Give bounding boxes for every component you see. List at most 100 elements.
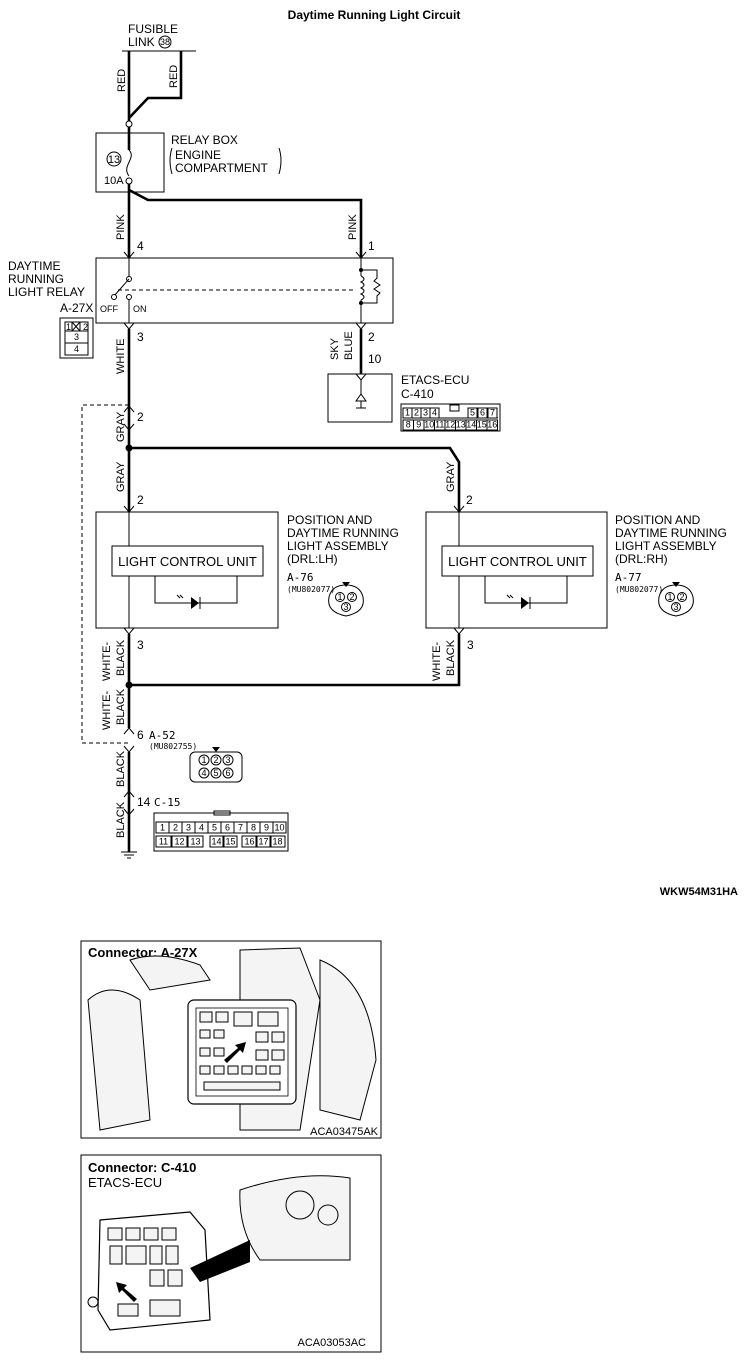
c15-pin-4-label: 4 [199, 823, 204, 833]
wire-label-pink-2: PINK [347, 214, 359, 240]
etacs-connector-name: C-410 [401, 387, 434, 401]
photo1-title: Connector: A-27X [88, 945, 198, 960]
lamp-lh-control-unit [111, 545, 264, 577]
junction-arrow-down [123, 423, 135, 431]
wire-label-gray-3: GRAY [445, 461, 457, 492]
etacs-pin-7-label: 7 [490, 408, 495, 418]
diagram-title: Daytime Running Light Circuit [288, 8, 461, 22]
wire-label-wb-left2-a: WHITE- [101, 691, 113, 730]
wire-label-black-2: BLACK [115, 801, 127, 838]
a52-pin: 6 [137, 728, 144, 742]
relay-arrow-3 [123, 322, 135, 330]
c15-pin-7-label: 7 [238, 823, 243, 833]
wire-pink-2 [128, 188, 363, 258]
fuse-rating: 10A [104, 175, 124, 187]
lamp-rh-label-4: (DRL:RH) [615, 552, 668, 566]
etacs-pin-9-label: 9 [416, 420, 421, 430]
etacs-pin-4-cell [429, 407, 440, 419]
c15-pin-9-label: 9 [264, 823, 269, 833]
c15-pin-16-label: 16 [244, 837, 254, 847]
lamp-lh-arrow-out [123, 627, 135, 635]
lamp-lh-unit-label: LIGHT CONTROL UNIT [118, 554, 257, 569]
fusible-link-label-2: LINK [128, 35, 155, 49]
c15-pin-13-cell [187, 835, 204, 848]
fuse-number: 13 [108, 154, 120, 166]
ground-symbol [121, 851, 137, 859]
wire-gray-rh [129, 446, 461, 512]
fusible-link-number-circle [158, 35, 172, 49]
lamp-rh-unit-label: LIGHT CONTROL UNIT [448, 554, 587, 569]
wire-label-gray-2: GRAY [115, 461, 127, 492]
relay-coil [359, 275, 365, 301]
fuse-terminal-top [125, 120, 133, 128]
relay-arrow-2 [355, 322, 367, 330]
svg-text:3: 3 [673, 602, 678, 612]
relay-label-3: LIGHT RELAY [8, 285, 85, 299]
wire-label-black-1: BLACK [115, 750, 127, 787]
wire-label-wb-left2-b: BLACK [115, 688, 127, 725]
lamp-rh-connector-name: A-77 [615, 571, 642, 584]
relay-switch-blade [113, 278, 130, 297]
etacs-pin-2-label: 2 [414, 408, 419, 418]
wire-label-blue: BLUE [343, 331, 355, 360]
wire-label-red-2: RED [168, 65, 180, 88]
lamp-lh-label-3: LIGHT ASSEMBLY [287, 539, 389, 553]
photo2-illustration [87, 1175, 351, 1331]
c15-pin-8-label: 8 [251, 823, 256, 833]
etacs-pin-1-label: 1 [405, 408, 410, 418]
wire-label-red-1: RED [116, 69, 128, 92]
etacs-pin-13-label: 13 [456, 420, 466, 430]
svg-text:2: 2 [679, 592, 684, 602]
lamp-rh-label-1: POSITION AND [615, 513, 701, 527]
a52-pin-4-circle [198, 767, 210, 779]
lamp-rh-control-unit [441, 545, 594, 577]
relay-box-label-2: ENGINE [175, 148, 221, 162]
photo2-subtitle: ETACS-ECU [88, 1175, 162, 1190]
etacs-pin-6-label: 6 [480, 408, 485, 418]
c15-name: C-15 [154, 796, 181, 809]
wire-label-wb-right-a: WHITE- [431, 642, 443, 681]
lamp-lh-body [95, 511, 279, 629]
figure-code: WKW54M31HA [660, 886, 738, 898]
fusible-link-number: 38 [160, 37, 170, 47]
wire-label-white: WHITE [115, 339, 127, 374]
a52-pin-6-label: 6 [225, 768, 230, 778]
c15-pin-1-label: 1 [160, 823, 165, 833]
relay-label-1: DAYTIME [8, 259, 60, 273]
lamp-rh-led-icon [506, 594, 531, 609]
a52-pin-3-circle [222, 754, 234, 766]
svg-text:2: 2 [349, 592, 354, 602]
a52-pin-4-label: 4 [201, 768, 206, 778]
rh-in-pin: 2 [466, 493, 473, 507]
c15-pin-10-cell [272, 821, 287, 834]
etacs-pin-3-label: 3 [423, 408, 428, 418]
etacs-pin-15-label: 15 [477, 420, 487, 430]
lamp-lh-label-1: POSITION AND [287, 513, 373, 527]
c15-pin-16-cell [241, 835, 258, 848]
a52-pin-1-circle [198, 754, 210, 766]
relay-pin-4: 4 [137, 239, 144, 253]
etacs-pin-14-label: 14 [466, 420, 476, 430]
lh-in-pin: 2 [137, 493, 144, 507]
c15-pin-14-cell [209, 835, 224, 848]
a52-pin-6-circle [222, 767, 234, 779]
c15-pin-17-cell [255, 835, 272, 848]
wire-white-black-rh [129, 634, 461, 687]
c15-pin-11-label: 11 [159, 837, 168, 847]
lamp-rh-body [425, 511, 608, 629]
lamp-lh-part-number: (MU802077) [287, 585, 335, 594]
etacs-pin-16-label: 16 [487, 420, 497, 430]
c15-pin-2-label: 2 [173, 823, 178, 833]
svg-text:3: 3 [74, 332, 79, 342]
svg-text:3: 3 [343, 602, 348, 612]
etacs-pin-4-label: 4 [432, 408, 437, 418]
etacs-input-symbol [355, 393, 367, 402]
wire-label-gray-1: GRAY [115, 411, 127, 442]
gray-splice [125, 444, 133, 452]
c15-pin-14-label: 14 [211, 837, 221, 847]
relay-connector-diagram: 1 2 3 4 [59, 317, 94, 359]
lamp-lh-connector-diagram: 1 2 3 [328, 582, 364, 617]
